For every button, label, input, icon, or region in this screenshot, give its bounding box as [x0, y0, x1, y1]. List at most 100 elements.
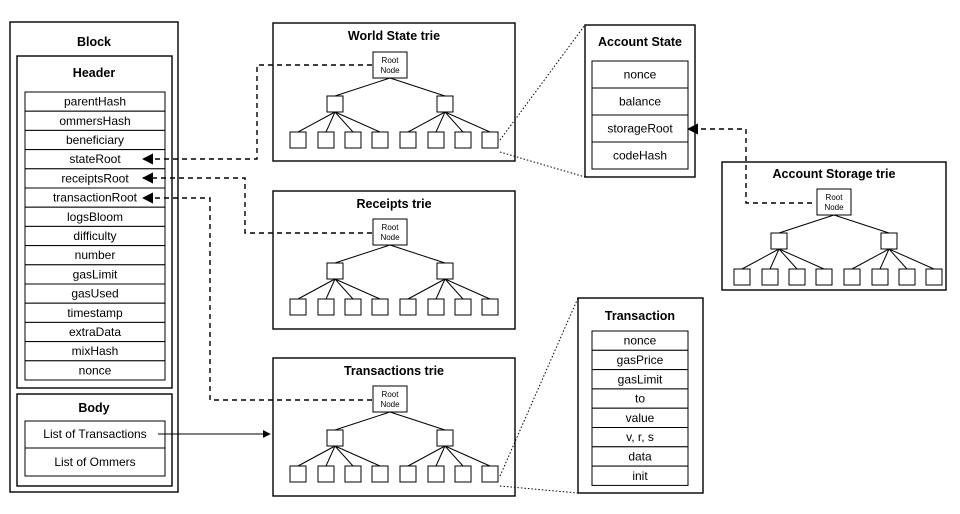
transaction-zoom-line-top — [499, 297, 579, 477]
trie-leaf-node — [871, 268, 889, 286]
transaction-field: gasPrice — [617, 353, 664, 367]
trie-edge — [778, 248, 825, 270]
trie-edge — [334, 445, 354, 467]
body-title: Body — [78, 401, 109, 415]
trie-leaf-node — [371, 131, 389, 149]
account-state: Account State noncebalancestorageRootcod… — [584, 24, 696, 178]
trie-edge — [778, 214, 835, 234]
trie-edge — [325, 445, 336, 467]
trie-edge — [334, 278, 381, 300]
root-node-label: Node — [380, 66, 400, 75]
trie-leaf-node — [371, 465, 389, 483]
trie-edge — [778, 248, 798, 270]
header-field: nonce — [79, 363, 112, 377]
trie-edge — [389, 411, 446, 431]
trie-leaf-node — [427, 298, 445, 316]
trie-leaf-node — [454, 465, 472, 483]
root-node — [372, 51, 408, 79]
trie-leaf-node — [788, 268, 806, 286]
trie-leaf-node — [481, 131, 499, 149]
trie-leaf-node — [371, 298, 389, 316]
root-node-label: Root — [382, 223, 400, 232]
trie-branch-node — [436, 429, 454, 447]
header-field-box — [24, 360, 166, 381]
account-storage-trie-title: Account Storage trie — [773, 167, 896, 181]
trie-edge — [407, 111, 446, 133]
header-field: stateRoot — [69, 152, 121, 166]
trie-leaf-node — [289, 131, 307, 149]
trie-edge — [444, 445, 491, 467]
header-title: Header — [73, 66, 116, 80]
trie-edge — [325, 278, 336, 300]
header-field: transactionRoot — [53, 191, 138, 205]
root-node-label: Root — [382, 56, 400, 65]
transaction-field: value — [626, 411, 655, 425]
trie-leaf-node — [289, 465, 307, 483]
trie-edge — [879, 248, 890, 270]
account-state-title: Account State — [598, 35, 682, 49]
trie-leaf-node — [481, 465, 499, 483]
transactionroot-connector — [141, 192, 372, 401]
account-zoom-line-bottom — [499, 151, 586, 178]
trie-edge — [851, 248, 890, 270]
trie-edge — [334, 411, 391, 431]
account-state-field: codeHash — [613, 149, 667, 163]
transactions-trie-title: Transactions trie — [344, 364, 444, 378]
header-field: timestamp — [67, 306, 123, 320]
trie-leaf-node — [317, 465, 335, 483]
transaction-field-box — [591, 465, 689, 486]
header-field: logsBloom — [67, 210, 123, 224]
trie-edge — [435, 111, 446, 133]
receiptsroot-connector — [141, 172, 372, 234]
trie-branch-node — [880, 232, 898, 250]
trie-edge — [888, 248, 935, 270]
trie-leaf-node — [344, 298, 362, 316]
trie-leaf-node — [344, 131, 362, 149]
account-state-field: nonce — [624, 68, 657, 82]
trie-leaf-node — [344, 465, 362, 483]
transaction-field: gasLimit — [618, 372, 663, 386]
trie-leaf-node — [399, 298, 417, 316]
root-node-label: Node — [380, 400, 400, 409]
account-state-field-box — [591, 114, 689, 143]
trie-branch-node — [436, 262, 454, 280]
trie-leaf-node — [843, 268, 861, 286]
trie-edge — [444, 111, 491, 133]
header-field: mixHash — [72, 344, 119, 358]
trie-leaf-node — [898, 268, 916, 286]
stateroot-connector — [141, 64, 372, 165]
transaction-title: Transaction — [605, 309, 675, 323]
account-state-field-box — [591, 60, 689, 89]
transaction-zoom-line-bottom — [499, 485, 579, 494]
receipts-trie-title: Receipts trie — [356, 197, 431, 211]
transaction: Transaction noncegasPricegasLimittovalue… — [577, 297, 704, 494]
header-field: difficulty — [73, 229, 116, 243]
root-node-label: Root — [826, 193, 844, 202]
trie-edge — [334, 111, 381, 133]
account-state-field: storageRoot — [607, 122, 673, 136]
trie-leaf-node — [761, 268, 779, 286]
trie-edge — [389, 77, 446, 97]
trie-edge — [334, 111, 354, 133]
trie-edge — [444, 111, 464, 133]
root-node — [816, 188, 852, 216]
transaction-field: init — [632, 469, 648, 483]
header-field: parentHash — [64, 95, 126, 109]
root-node-label: Node — [824, 203, 844, 212]
trie-edge — [444, 445, 464, 467]
trie-branch-node — [326, 262, 344, 280]
trie-edge — [334, 445, 381, 467]
trie-edge — [435, 445, 446, 467]
body-field-list-of-transactions: List of Transactions — [43, 427, 146, 441]
header-field: receiptsRoot — [61, 171, 129, 185]
trie-edge — [325, 111, 336, 133]
transaction-field: nonce — [624, 334, 657, 348]
account-state-field-box — [591, 141, 689, 170]
body-section: Body List of Transactions List of Ommers — [16, 393, 173, 487]
trie-leaf-node — [427, 465, 445, 483]
